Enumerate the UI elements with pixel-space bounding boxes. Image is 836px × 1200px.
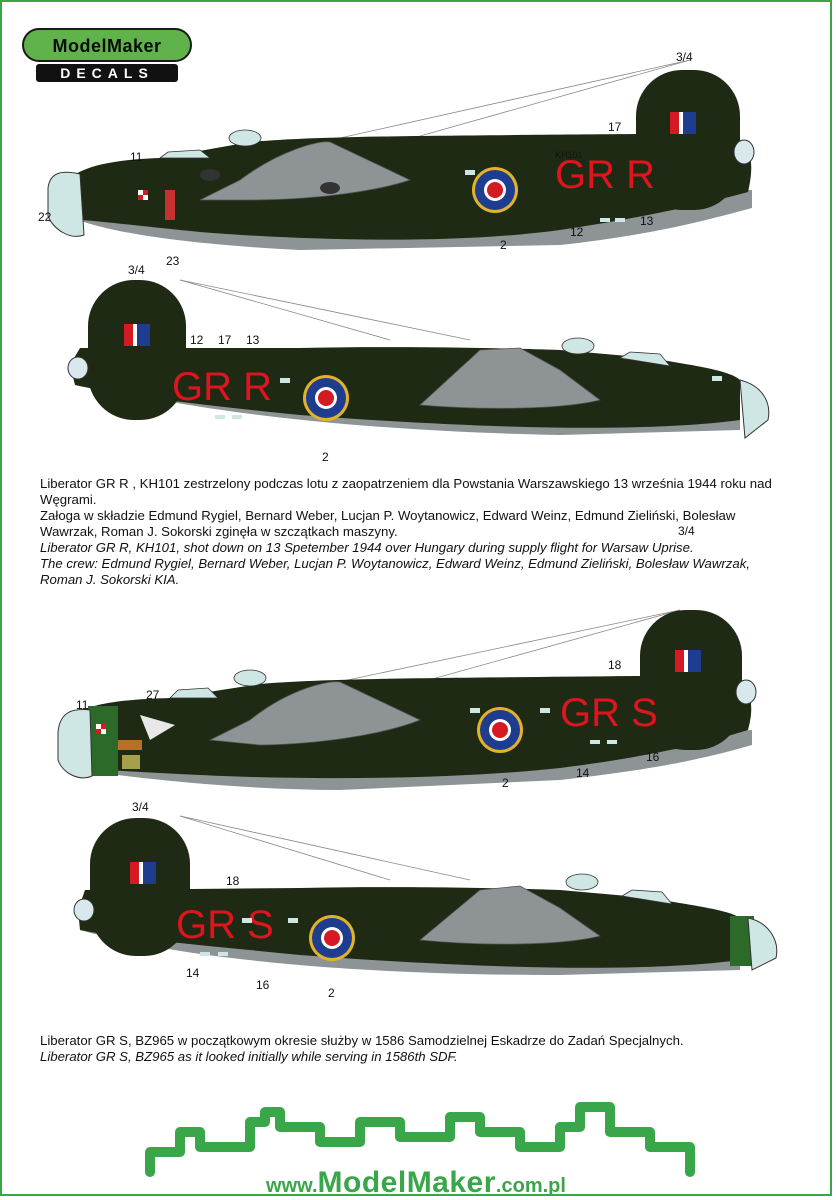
callout-14-p3: 14 <box>576 766 590 780</box>
callout-2-p2: 2 <box>322 450 329 464</box>
url-domain: .com.pl <box>495 1175 566 1197</box>
liberator-gr-s-left-side: GR S <box>57 609 757 790</box>
logo-pill: ModelMaker <box>22 28 192 62</box>
caption1-pl-2: Załoga w składzie Edmund Rygiel, Bernard… <box>40 508 736 539</box>
callout-27-p3: 27 <box>146 688 160 702</box>
website-url[interactable]: www.ModelMaker.com.pl <box>196 1166 636 1200</box>
code-letters-plane1: GR R <box>555 153 655 197</box>
callout-11-p1: 11 <box>130 150 143 164</box>
caption-liberator-gr-r: Liberator GR R , KH101 zestrzelony podcz… <box>40 476 780 588</box>
callout-12-p1: 12 <box>570 225 584 239</box>
caption1-en-1: Liberator GR R, KH101, shot down on 13 S… <box>40 540 694 555</box>
city-skyline-outline <box>145 1102 695 1177</box>
code-letters-plane3: GR S <box>560 691 658 735</box>
liberator-gr-s-right-side: GR S <box>73 815 778 975</box>
logo-sub-text: DECALS <box>36 64 178 82</box>
code-letters-plane4: GR S <box>176 903 274 947</box>
callout-3-4-caption: 3/4 <box>678 524 695 538</box>
callout-18-p4: 18 <box>226 874 240 888</box>
callout-2-p3: 2 <box>502 776 509 790</box>
url-www: www. <box>266 1175 318 1197</box>
callout-3-4-p4: 3/4 <box>132 800 149 814</box>
callout-3-4-p1: 3/4 <box>676 50 693 64</box>
callout-11-p3: 11 <box>76 698 89 712</box>
url-brand: ModelMaker <box>317 1166 496 1199</box>
callout-12-p2: 12 <box>190 333 204 347</box>
callout-2-p4: 2 <box>328 986 335 1000</box>
callout-17-p1: 17 <box>608 120 622 134</box>
callout-17-p2: 17 <box>218 333 232 347</box>
liberator-gr-r-left-side: GR R KH101 <box>47 59 755 250</box>
callout-23-p1: 23 <box>166 254 180 268</box>
code-letters-plane2: GR R <box>172 365 272 409</box>
callout-13-p2: 13 <box>246 333 260 347</box>
callout-18-p3: 18 <box>608 658 622 672</box>
caption2-en: Liberator GR S, BZ965 as it looked initi… <box>40 1049 458 1064</box>
callout-16-p3: 16 <box>646 750 660 764</box>
callout-3-4-p2: 3/4 <box>128 263 145 277</box>
callout-13-p1: 13 <box>640 214 654 228</box>
caption2-pl: Liberator GR S, BZ965 w początkowym okre… <box>40 1033 684 1048</box>
caption1-pl-1: Liberator GR R , KH101 zestrzelony podcz… <box>40 476 772 507</box>
serial-plane1: KH101 <box>555 150 583 160</box>
callout-22-p1: 22 <box>38 210 52 224</box>
logo-main-text: ModelMaker <box>52 36 162 56</box>
callout-16-p4: 16 <box>256 978 270 992</box>
callout-14-p4: 14 <box>186 966 200 980</box>
caption-liberator-gr-s: Liberator GR S, BZ965 w początkowym okre… <box>40 1033 780 1065</box>
caption1-en-2: The crew: Edmund Rygiel, Bernard Weber, … <box>40 556 750 587</box>
modelmaker-logo: ModelMaker DECALS <box>22 28 192 86</box>
liberator-gr-r-right-side: GR R <box>67 279 770 439</box>
callout-2-p1: 2 <box>500 238 507 252</box>
